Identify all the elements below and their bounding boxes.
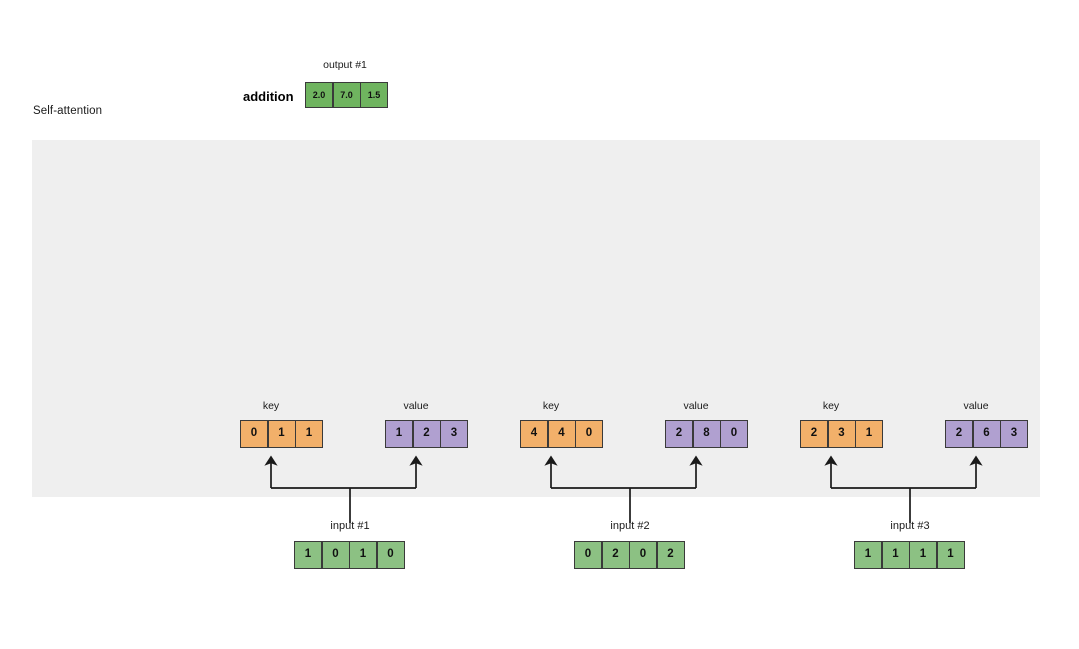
input-cell: 1 — [882, 542, 909, 568]
input-cell: 1 — [295, 542, 321, 568]
value-cell: 0 — [721, 421, 747, 447]
self-attention-label: Self-attention — [33, 105, 103, 117]
key-label: key — [262, 400, 280, 412]
input-cell: 1 — [910, 542, 936, 568]
key-cell: 2 — [801, 421, 827, 447]
value-cell: 1 — [386, 421, 412, 447]
input-cell: 1 — [855, 542, 881, 568]
input-cell: 1 — [350, 542, 376, 568]
value-cell: 3 — [441, 421, 467, 447]
input-cell: 0 — [377, 542, 404, 568]
input-vector: 1 0 1 0 — [294, 541, 405, 569]
addition-label: addition — [243, 89, 294, 104]
key-cell: 3 — [828, 421, 855, 447]
value-label: value — [683, 400, 709, 412]
value-cell: 3 — [1001, 421, 1027, 447]
key-cell: 4 — [521, 421, 547, 447]
key-label: key — [542, 400, 560, 412]
input-cell: 2 — [602, 542, 629, 568]
input-cell: 0 — [630, 542, 656, 568]
key-cell: 1 — [296, 421, 322, 447]
key-cell: 0 — [576, 421, 602, 447]
value-vector: 1 2 3 — [385, 420, 468, 448]
value-label: value — [963, 400, 989, 412]
input-cell: 0 — [322, 542, 349, 568]
input-vector: 1 1 1 1 — [854, 541, 965, 569]
key-label: key — [822, 400, 840, 412]
key-cell: 1 — [268, 421, 295, 447]
value-cell: 8 — [693, 421, 720, 447]
input-title: input #1 — [330, 520, 370, 532]
input-vector: 0 2 0 2 — [574, 541, 685, 569]
input-cell: 0 — [575, 542, 601, 568]
output-title: output #1 — [323, 59, 367, 71]
key-vector: 4 4 0 — [520, 420, 603, 448]
value-cell: 2 — [946, 421, 972, 447]
output-vector: 2.0 7.0 1.5 — [305, 82, 388, 108]
value-label: value — [403, 400, 429, 412]
key-cell: 4 — [548, 421, 575, 447]
output-cell: 7.0 — [333, 83, 360, 107]
value-vector: 2 8 0 — [665, 420, 748, 448]
value-cell: 2 — [666, 421, 692, 447]
output-cell: 2.0 — [306, 83, 332, 107]
input-cell: 1 — [937, 542, 964, 568]
key-vector: 0 1 1 — [240, 420, 323, 448]
output-cell: 1.5 — [361, 83, 387, 107]
input-title: input #3 — [890, 520, 930, 532]
value-vector: 2 6 3 — [945, 420, 1028, 448]
input-title: input #2 — [610, 520, 650, 532]
key-cell: 0 — [241, 421, 267, 447]
value-cell: 6 — [973, 421, 1000, 447]
input-cell: 2 — [657, 542, 684, 568]
key-cell: 1 — [856, 421, 882, 447]
value-cell: 2 — [413, 421, 440, 447]
key-vector: 2 3 1 — [800, 420, 883, 448]
